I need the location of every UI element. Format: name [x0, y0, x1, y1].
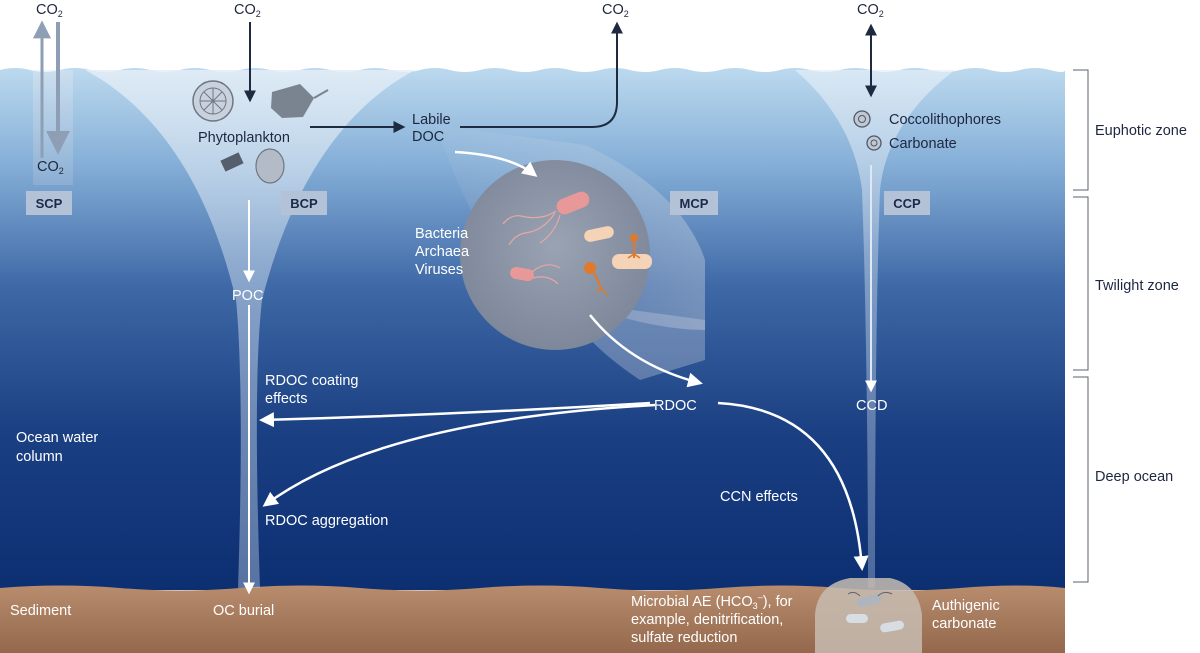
rdoc-label: RDOC: [654, 398, 697, 414]
euphotic-zone-label: Euphotic zone: [1095, 123, 1187, 139]
coccolithophore-icon: [853, 110, 871, 128]
bacteria-label: Bacteria: [415, 226, 469, 242]
sediment-microbes: [846, 591, 904, 633]
authigenic-carbonate-mound: [815, 578, 922, 653]
ccn-effects-label: CCN effects: [720, 489, 798, 505]
carbonate-icon: [866, 135, 882, 151]
scp-co2-top-label: CO2: [36, 2, 63, 19]
mcp-tag: MCP: [670, 191, 718, 215]
deep-ocean-label: Deep ocean: [1095, 469, 1173, 485]
virus-icons: [584, 234, 641, 296]
scp-co2-bottom-label: CO2: [37, 159, 64, 176]
twilight-zone-label: Twilight zone: [1095, 278, 1179, 294]
coccolithophores-label: Coccolithophores: [889, 112, 1001, 128]
labile-co2-arrow: [460, 21, 623, 128]
svg-text:MCP: MCP: [680, 196, 709, 211]
ocean-column-label-line2: column: [16, 449, 63, 465]
scp-tag: SCP: [26, 191, 72, 215]
ccp-funnel: [795, 70, 955, 588]
microbial-ae-label-line3: sulfate reduction: [631, 630, 737, 646]
bcp-co2-label: CO2: [234, 2, 261, 19]
scp-column: [33, 70, 73, 185]
svg-text:BCP: BCP: [290, 196, 318, 211]
bcp-tag: BCP: [281, 191, 327, 215]
ccn-arrow: [717, 401, 869, 571]
labile-doc-label-line1: Labile: [412, 112, 451, 128]
viruses-label: Viruses: [415, 262, 463, 278]
mcp-co2-label: CO2: [602, 2, 629, 19]
archaea-label: Archaea: [415, 244, 470, 260]
svg-text:SCP: SCP: [36, 196, 63, 211]
microbial-ae-label-line2: example, denitrification,: [631, 612, 783, 628]
ccd-label: CCD: [856, 398, 887, 414]
ccp-tag: CCP: [884, 191, 930, 215]
rdoc-coating-label-line1: RDOC coating: [265, 373, 358, 389]
ocean-column-label-line1: Ocean water: [16, 430, 98, 446]
sediment-layer: [0, 585, 1065, 653]
oc-burial-label: OC burial: [213, 603, 274, 619]
rdoc-aggregation-arrow: [262, 403, 656, 507]
scp-arrows: [33, 20, 70, 158]
rdoc-aggregation-label: RDOC aggregation: [265, 513, 388, 529]
sediment-label: Sediment: [10, 603, 71, 619]
rdoc-coating-arrow: [259, 401, 651, 428]
authigenic-label-line1: Authigenic: [932, 598, 1000, 614]
carbonate-label: Carbonate: [889, 136, 957, 152]
poc-label: POC: [232, 288, 263, 304]
rdoc-coating-label-line2: effects: [265, 391, 307, 407]
zone-brackets: [1073, 69, 1089, 583]
ccp-co2-label: CO2: [857, 2, 884, 19]
mcp-circle: [460, 160, 650, 350]
phytoplankton-label: Phytoplankton: [198, 130, 290, 146]
microbial-ae-label-line1: Microbial AE (HCO3–), for: [631, 592, 793, 611]
authigenic-label-line2: carbonate: [932, 616, 997, 632]
mcp-to-rdoc-arrow: [589, 314, 703, 388]
phytoplankton-icons: [192, 80, 329, 184]
doc-to-mcp-arrow: [454, 150, 538, 177]
svg-text:CCP: CCP: [893, 196, 921, 211]
microbe-icons: [502, 191, 652, 285]
labile-doc-label-line2: DOC: [412, 129, 444, 145]
